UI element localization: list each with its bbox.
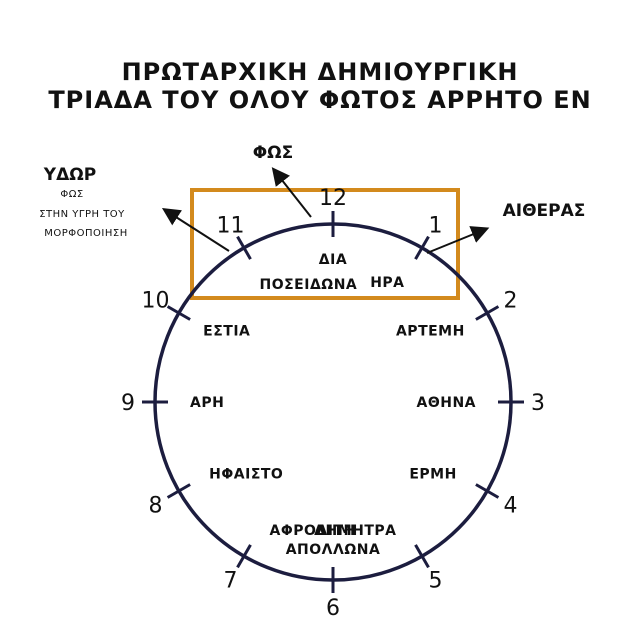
position-name-9: ΑΡΗ (190, 395, 224, 411)
position-number-1: 1 (429, 213, 443, 238)
position-name-3: ΑΘΗΝΑ (416, 395, 476, 411)
position-name-5: ΔΗΜΗΤΡΑ (314, 523, 396, 539)
tick-5 (414, 544, 430, 569)
arrow-right-title: ΑΙΘΕΡΑΣ (503, 201, 586, 221)
arrow-left-line3: ΜΟΡΦΟΠΟΙΗΣΗ (44, 228, 127, 239)
position-number-10: 10 (141, 289, 169, 314)
position-number-5: 5 (429, 569, 443, 594)
tick-7 (236, 544, 252, 569)
position-number-4: 4 (504, 494, 518, 519)
arrow-left-title: ΥΔΩΡ (43, 165, 96, 185)
position-name-10: ΕΣΤΙΑ (203, 324, 250, 340)
position-number-12: 12 (319, 186, 347, 211)
title-line-2: ΤΡΙΑΔΑ ΤΟΥ ΟΛΟΥ ΦΩΤΟΣ ΑΡΡΗΤΟ ΕΝ (48, 86, 592, 114)
tick-1 (414, 235, 430, 260)
position-number-8: 8 (148, 494, 162, 519)
title-line-1: ΠΡΩΤΑΡΧΙΚΗ ΔΗΜΙΟΥΡΓΙΚΗ (121, 58, 519, 86)
position-name-8: ΗΦΑΙΣΤΟ (209, 467, 283, 483)
tick-2 (475, 305, 500, 321)
position-number-2: 2 (504, 289, 518, 314)
triad-highlight-box (190, 188, 460, 300)
position-number-9: 9 (121, 391, 135, 416)
position-name-1: ΗΡΑ (370, 275, 404, 291)
tick-11 (236, 235, 252, 260)
arrow-left (161, 208, 230, 252)
position-name-4: ΕΡΜΗ (409, 467, 456, 483)
arrow-left-line2: ΣΤΗΝ ΥΓΡΗ ΤΟΥ (39, 209, 125, 220)
position-number-3: 3 (531, 391, 545, 416)
position-name-11: ΠΟΣΕΙΔΩΝΑ (260, 277, 358, 293)
tick-10 (166, 305, 191, 321)
tick-8 (166, 483, 191, 499)
position-number-7: 7 (224, 569, 238, 594)
arrow-top (271, 167, 312, 218)
arrow-right (426, 226, 490, 254)
position-name-6: ΑΠΟΛΛΩΝΑ (286, 542, 381, 558)
position-number-11: 11 (217, 213, 245, 238)
position-name-12: ΔΙΑ (319, 252, 347, 268)
position-name-2: ΑΡΤΕΜΗ (396, 324, 465, 340)
position-number-6: 6 (326, 596, 340, 621)
arrow-left-line1: ΦΩΣ (60, 189, 83, 200)
position-name-7: ΑΦΡΟΔΙΤΗ (270, 523, 356, 539)
tick-4 (475, 483, 500, 499)
arrow-top-title: ΦΩΣ (253, 143, 294, 163)
